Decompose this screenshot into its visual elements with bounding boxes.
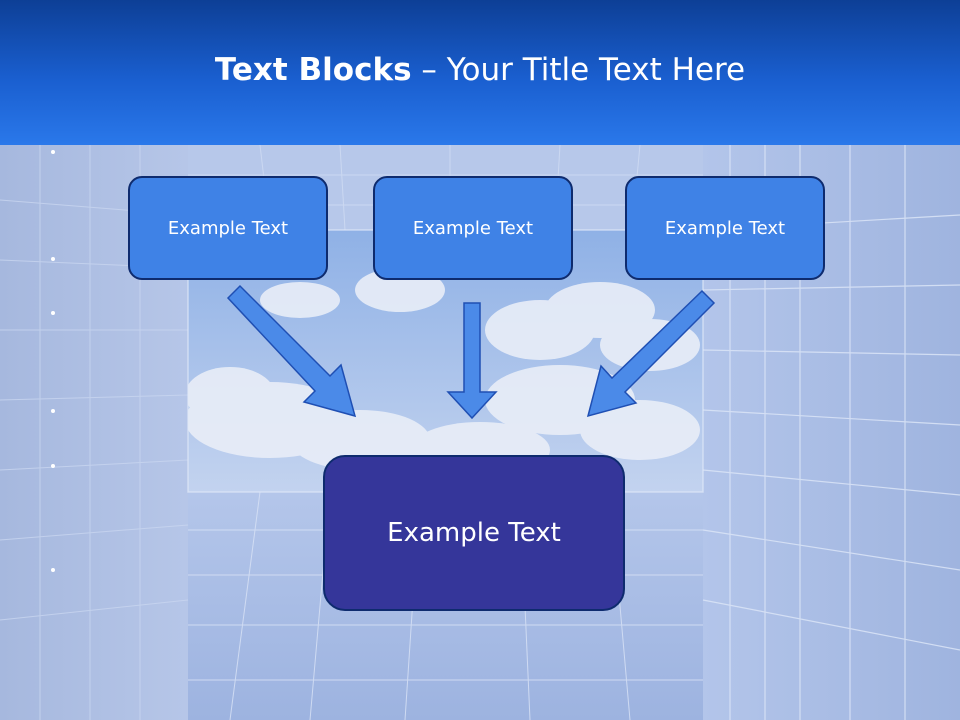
title-bold: Text Blocks <box>214 52 412 88</box>
top-box-1-label: Example Text <box>167 217 289 239</box>
top-box-2-label: Example Text <box>412 217 534 239</box>
bottom-box-label: Example Text <box>387 518 561 548</box>
top-box-2: Example Text <box>373 176 573 280</box>
top-box-3-label: Example Text <box>664 217 786 239</box>
slide-title: Text Blocks – Your Title Text Here <box>0 52 960 88</box>
title-bar <box>0 0 960 145</box>
top-box-1: Example Text <box>128 176 328 280</box>
title-rest: Your Title Text Here <box>446 52 746 88</box>
bottom-box: Example Text <box>323 455 625 611</box>
top-box-3: Example Text <box>625 176 825 280</box>
title-dash: – <box>421 52 437 88</box>
